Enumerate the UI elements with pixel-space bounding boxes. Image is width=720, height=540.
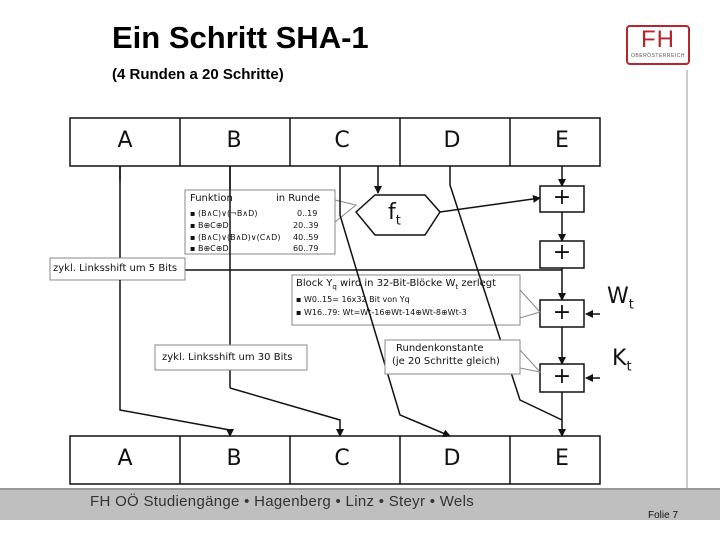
- fh-logo: FH OBERÖSTERREICH: [626, 25, 690, 65]
- adder-1: +: [552, 185, 572, 210]
- function-header-left: Funktion: [190, 193, 233, 204]
- register-e-bottom: E: [555, 446, 569, 471]
- adder-3: +: [552, 300, 572, 325]
- kt-label: Kt: [612, 346, 632, 375]
- slide-number: Folie 7: [648, 510, 679, 521]
- register-b-top: B: [226, 128, 242, 153]
- top-register-box: [69, 117, 601, 167]
- register-d-top: D: [443, 128, 461, 153]
- register-a-bottom: A: [117, 446, 133, 471]
- register-d-bottom: D: [443, 446, 461, 471]
- function-row-4: ▪ B⊕C⊕D: [190, 244, 229, 253]
- function-range-4: 60..79: [293, 244, 319, 253]
- function-range-1: 0..19: [297, 209, 318, 218]
- wt-label: Wt: [607, 284, 634, 313]
- adder-4: +: [552, 364, 572, 389]
- register-b-bottom: B: [226, 446, 242, 471]
- function-range-3: 40..59: [293, 233, 319, 242]
- page-subtitle: (4 Runden a 20 Schritte): [112, 66, 284, 83]
- function-header-right: in Runde: [276, 193, 320, 204]
- page-title: Ein Schritt SHA-1: [112, 20, 369, 55]
- constant-line-1: Rundenkonstante: [396, 343, 484, 354]
- footer-text: FH OÖ Studiengänge • Hagenberg • Linz • …: [90, 493, 475, 510]
- function-row-3: ▪ (B∧C)∨(B∧D)∨(C∧D): [190, 233, 281, 242]
- adder-2: +: [552, 240, 572, 265]
- register-c-top: C: [334, 128, 350, 153]
- bottom-register-box: [69, 435, 601, 485]
- logo-text: FH: [641, 26, 675, 53]
- shift30-label: zykl. Linksshift um 30 Bits: [162, 352, 293, 363]
- register-c-bottom: C: [334, 446, 350, 471]
- function-range-2: 20..39: [293, 221, 319, 230]
- shift5-label: zykl. Linksshift um 5 Bits: [53, 263, 178, 274]
- block-line-1: ▪ W0..15= 16x32 Bit von Yq: [296, 295, 410, 304]
- register-a-top: A: [117, 128, 133, 153]
- block-title: Block Yq wird in 32-Bit-Blöcke Wt zerleg…: [296, 278, 497, 291]
- block-line-2: ▪ W16..79: Wt=Wt-16⊕Wt-14⊕Wt-8⊕Wt-3: [296, 308, 467, 317]
- shift30-box: [154, 344, 308, 371]
- logo-subtext: OBERÖSTERREICH: [631, 53, 685, 59]
- shift5-box: [49, 257, 186, 281]
- function-row-1: ▪ (B∧C)∨(¬B∧D): [190, 209, 258, 218]
- register-e-top: E: [555, 128, 569, 153]
- function-row-2: ▪ B⊕C⊕D: [190, 221, 229, 230]
- ft-label: ft: [388, 200, 401, 229]
- constant-box: [384, 339, 521, 375]
- footer-bar: [0, 488, 720, 520]
- constant-line-2: (je 20 Schritte gleich): [392, 356, 500, 367]
